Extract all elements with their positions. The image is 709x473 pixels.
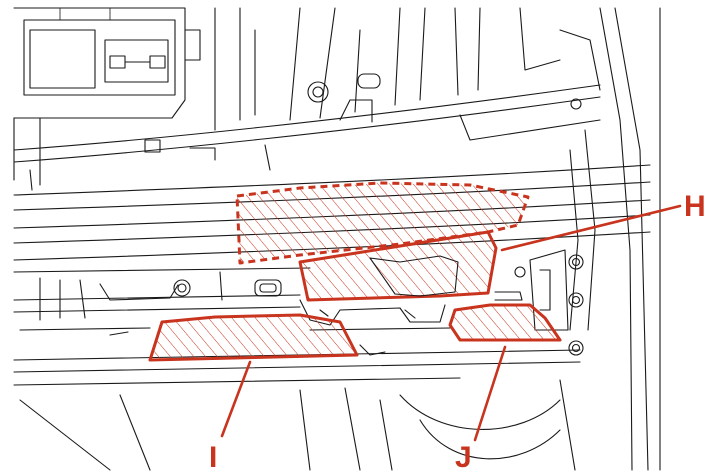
- zone-upper-dashed: [235, 181, 530, 265]
- leader-h: [500, 204, 682, 252]
- callout-label-h: H: [684, 190, 706, 223]
- callout-label-j: J: [455, 441, 472, 473]
- highlighted-zones: [148, 181, 562, 362]
- zone-i: [148, 313, 359, 362]
- callout-label-i: I: [209, 441, 217, 473]
- callout-leaders: [220, 204, 682, 442]
- zone-h: [298, 230, 498, 302]
- zone-j: [448, 303, 562, 342]
- leader-i: [220, 360, 252, 438]
- callout-labels: H I J: [209, 190, 706, 473]
- leader-j: [473, 345, 507, 442]
